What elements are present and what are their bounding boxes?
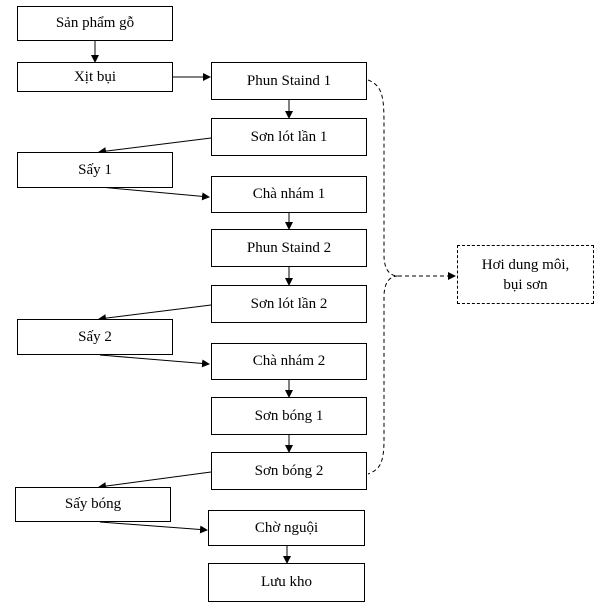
emissions-brace (367, 79, 399, 475)
arrow-say2-chanham2 (99, 354, 210, 368)
arrow-sonbong2-saybong (98, 471, 212, 491)
box-phun-staind-2: Phun Staind 2 (211, 229, 367, 267)
box-say-1: Sấy 1 (17, 152, 173, 188)
box-xit-bui: Xịt bụi (17, 62, 173, 92)
box-son-bong-1: Sơn bóng 1 (211, 397, 367, 435)
arrow-say1-chanham1 (99, 186, 210, 201)
box-san-pham-go: Sản phẩm gỗ (17, 6, 173, 41)
box-cha-nham-1: Chà nhám 1 (211, 176, 367, 213)
box-hoi-dung-moi: Hơi dung môi, bụi sơn (457, 245, 594, 304)
box-cho-nguoi: Chờ nguội (208, 510, 365, 546)
box-son-bong-2: Sơn bóng 2 (211, 452, 367, 490)
box-say-bong: Sấy bóng (15, 487, 171, 522)
box-phun-staind-1: Phun Staind 1 (211, 62, 367, 100)
box-son-lot-2: Sơn lót lần 2 (211, 285, 367, 323)
box-luu-kho: Lưu kho (208, 563, 365, 602)
arrow-sonlot1-say1 (98, 137, 212, 156)
arrow-saybong-chonguoi (99, 521, 208, 534)
arrow-sonlot2-say2 (98, 304, 212, 323)
box-cha-nham-2: Chà nhám 2 (211, 343, 367, 380)
box-say-2: Sấy 2 (17, 319, 173, 355)
box-son-lot-1: Sơn lót lần 1 (211, 118, 367, 156)
